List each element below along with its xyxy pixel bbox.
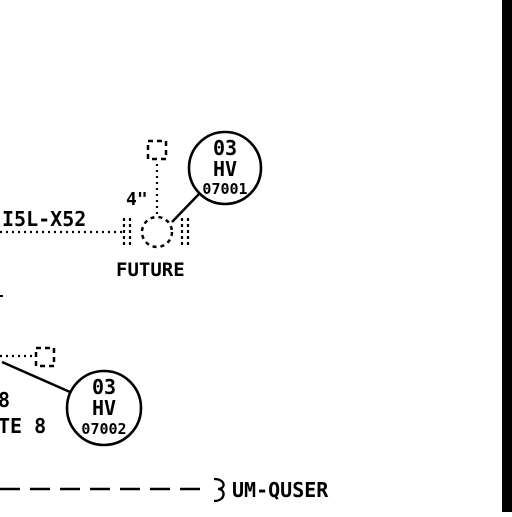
tag-bubble-2: 03 HV 07002 xyxy=(65,369,143,447)
line-break-symbol xyxy=(213,477,225,503)
upper-end-square xyxy=(146,139,168,161)
bubble-2-leader xyxy=(1,360,71,394)
bubble-1-leader xyxy=(171,193,200,223)
tag-bubble-1-middle: HV xyxy=(213,157,237,181)
sheet-border-right xyxy=(502,0,512,512)
tag-bubble-2-bottom: 07002 xyxy=(81,420,126,438)
tag-bubble-1-circle xyxy=(187,130,263,206)
lower-end-square xyxy=(34,346,56,368)
tag-bubble-2-top: 03 xyxy=(92,375,116,399)
future-label: FUTURE xyxy=(116,259,185,281)
partial-digit-label: 8 xyxy=(0,388,10,412)
pipe-spec-label: I5L-X52 xyxy=(2,207,86,231)
tag-bubble-2-middle: HV xyxy=(92,396,116,420)
partial-note-label: TE 8 xyxy=(0,414,46,438)
tag-bubble-2-circle xyxy=(65,369,143,447)
tag-bubble-1-bottom: 07001 xyxy=(202,180,247,198)
future-valve xyxy=(122,215,190,249)
tag-bubble-1-top: 03 xyxy=(213,136,237,160)
tag-bubble-1: 03 HV 07001 xyxy=(187,130,263,206)
line-tag-label: UM-QUSER xyxy=(232,478,329,502)
future-valve-circle xyxy=(140,215,174,249)
size-label: 4" xyxy=(126,189,148,210)
